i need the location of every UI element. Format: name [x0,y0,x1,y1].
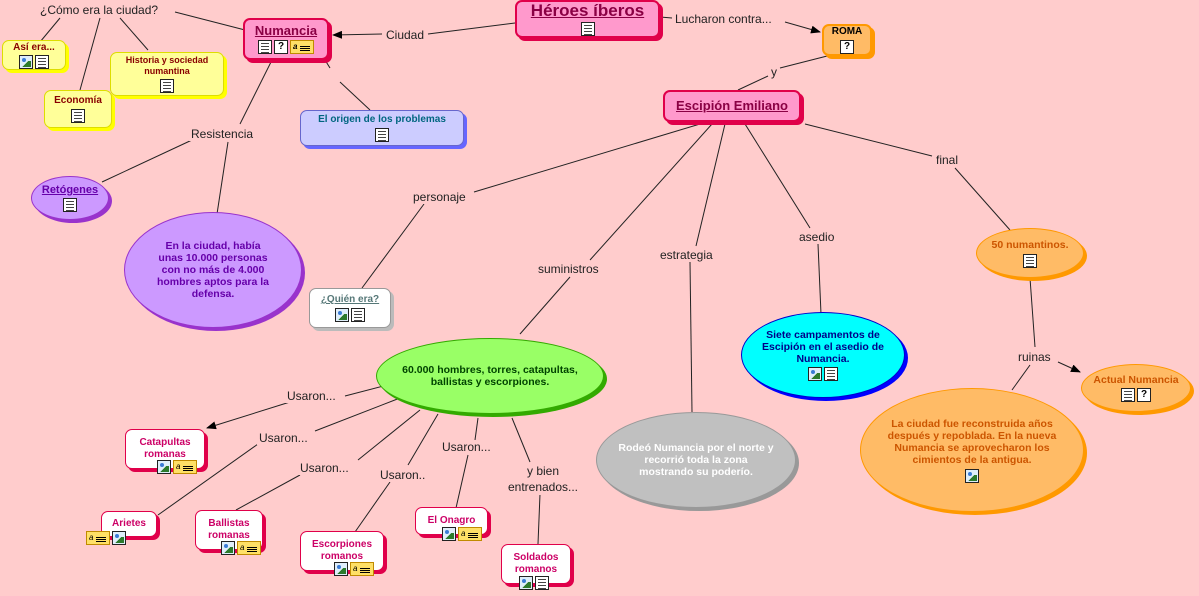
node-historia-sociedad[interactable]: Historia y sociedad numantina [110,52,224,96]
node-ballistas-title: Ballistas romanas [208,518,250,541]
image-icon[interactable] [965,468,979,483]
link-resistencia: Resistencia [189,127,256,141]
question-icon[interactable]: ? [840,40,854,54]
node-onagro-title: El Onagro [427,515,476,526]
node-quien-era[interactable]: ¿Quién era? [309,288,391,328]
node-heroes-iberos-title[interactable]: Héroes íberos [530,1,645,20]
node-retogenes[interactable]: Retógenes [31,176,109,220]
link-como-era: ¿Cómo era la ciudad? [38,3,161,17]
link-y: y [769,65,779,79]
link-lucharon: Lucharon contra... [673,12,774,26]
link-usaron-5: Usaron... [440,440,493,454]
document-icon[interactable] [1023,253,1037,268]
escorpiones-icons: a [334,562,374,576]
image-icon[interactable] [19,54,33,69]
document-icon[interactable] [35,54,49,69]
onagro-icons: a [442,527,482,541]
node-60000-text: 60.000 hombres, torres, catapultas, ball… [402,364,578,388]
document-icon[interactable] [258,39,272,54]
node-ciudad-personas[interactable]: En la ciudad, había unas 10.000 personas… [124,212,302,328]
node-escorpiones-title: Escorpiones romanos [311,539,373,562]
document-icon[interactable] [351,308,365,322]
image-icon[interactable] [112,531,126,545]
link-estrategia: estrategia [658,248,715,262]
image-icon[interactable] [335,308,349,322]
note-icon[interactable]: a [173,460,197,474]
catapultas-icons: a [157,460,197,474]
image-icon[interactable] [519,576,533,590]
node-numancia-title[interactable]: Numancia [254,22,318,38]
node-economia-title: Economía [54,95,102,106]
link-suministros: suministros [536,262,601,276]
document-icon[interactable] [63,198,77,212]
node-retogenes-title[interactable]: Retógenes [41,184,99,196]
node-heroes-iberos[interactable]: Héroes íberos [515,0,660,38]
image-icon[interactable] [808,367,822,381]
node-catapultas-title: Catapultas romanas [139,437,191,460]
link-usaron-3: Usaron... [298,461,351,475]
image-icon[interactable] [334,562,348,576]
document-icon[interactable] [160,79,174,93]
node-asi-era-title: Así era... [13,41,55,53]
node-50-numantinos-title: 50 numantinos. [991,238,1069,251]
node-escipion-title[interactable]: Escipión Emiliano [676,98,788,113]
note-icon[interactable]: a [350,562,374,576]
link-usaron-4: Usaron.. [378,468,428,482]
question-icon[interactable]: ? [1137,388,1151,402]
soldados-icons [519,576,549,590]
node-reconstruida-text: La ciudad fue reconstruida años después … [887,417,1057,466]
node-rodeo-numancia[interactable]: Rodeó Numancia por el norte y recorrió t… [596,412,796,508]
ballistas-icons: a [221,541,261,555]
node-ciudad-personas-text: En la ciudad, había unas 10.000 personas… [156,240,270,300]
node-quien-era-title[interactable]: ¿Quién era? [320,294,380,305]
node-soldados-title: Soldados romanos [513,552,559,575]
document-icon[interactable] [824,367,838,381]
node-historia-title: Historia y sociedad numantina [125,55,209,76]
node-origen-title: El origen de los problemas [318,114,446,125]
question-icon[interactable]: ? [274,39,288,54]
document-icon[interactable] [535,576,549,590]
node-60000-hombres[interactable]: 60.000 hombres, torres, catapultas, ball… [376,338,604,414]
link-asedio: asedio [797,230,837,244]
document-icon[interactable] [580,22,595,36]
link-personaje: personaje [411,190,468,204]
link-ruinas: ruinas [1016,350,1053,364]
node-actual-numancia-title: Actual Numancia [1093,374,1179,386]
node-siete-campamentos[interactable]: Siete campamentos de Escipión en el ased… [741,312,905,398]
document-icon[interactable] [71,109,85,123]
image-icon[interactable] [157,460,171,474]
document-icon[interactable] [375,128,389,142]
link-ciudad: Ciudad [384,28,427,42]
node-escipion-emiliano[interactable]: Escipión Emiliano [663,90,801,122]
link-usaron-1: Usaron... [285,389,338,403]
node-economia[interactable]: Economía [44,90,112,128]
node-roma[interactable]: ROMA ? [822,24,872,56]
note-icon[interactable]: a [458,527,482,541]
node-arietes[interactable]: Arietes [101,511,157,537]
image-icon[interactable] [442,527,456,541]
node-roma-title: ROMA [831,26,863,37]
arietes-icons: a [86,531,126,545]
node-arietes-title: Arietes [112,518,146,529]
link-bien-entrenados: y bien entrenados... [498,463,588,495]
document-icon[interactable] [1121,388,1135,402]
link-usaron-2: Usaron... [257,431,310,445]
node-ciudad-reconstruida[interactable]: La ciudad fue reconstruida años después … [860,388,1084,512]
note-icon[interactable]: a [290,39,314,54]
note-icon[interactable]: a [86,531,110,545]
node-rodeo-text: Rodeó Numancia por el norte y recorrió t… [618,442,774,478]
node-numancia[interactable]: Numancia ? a [243,18,329,60]
node-campamentos-text: Siete campamentos de Escipión en el ased… [762,329,884,365]
node-50-numantinos[interactable]: 50 numantinos. [976,228,1084,278]
node-origen-problemas[interactable]: El origen de los problemas [300,110,464,146]
node-actual-numancia[interactable]: Actual Numancia ? [1081,364,1191,412]
image-icon[interactable] [221,541,235,555]
node-asi-era[interactable]: Así era... [2,40,66,70]
note-icon[interactable]: a [237,541,261,555]
link-final: final [934,153,961,167]
